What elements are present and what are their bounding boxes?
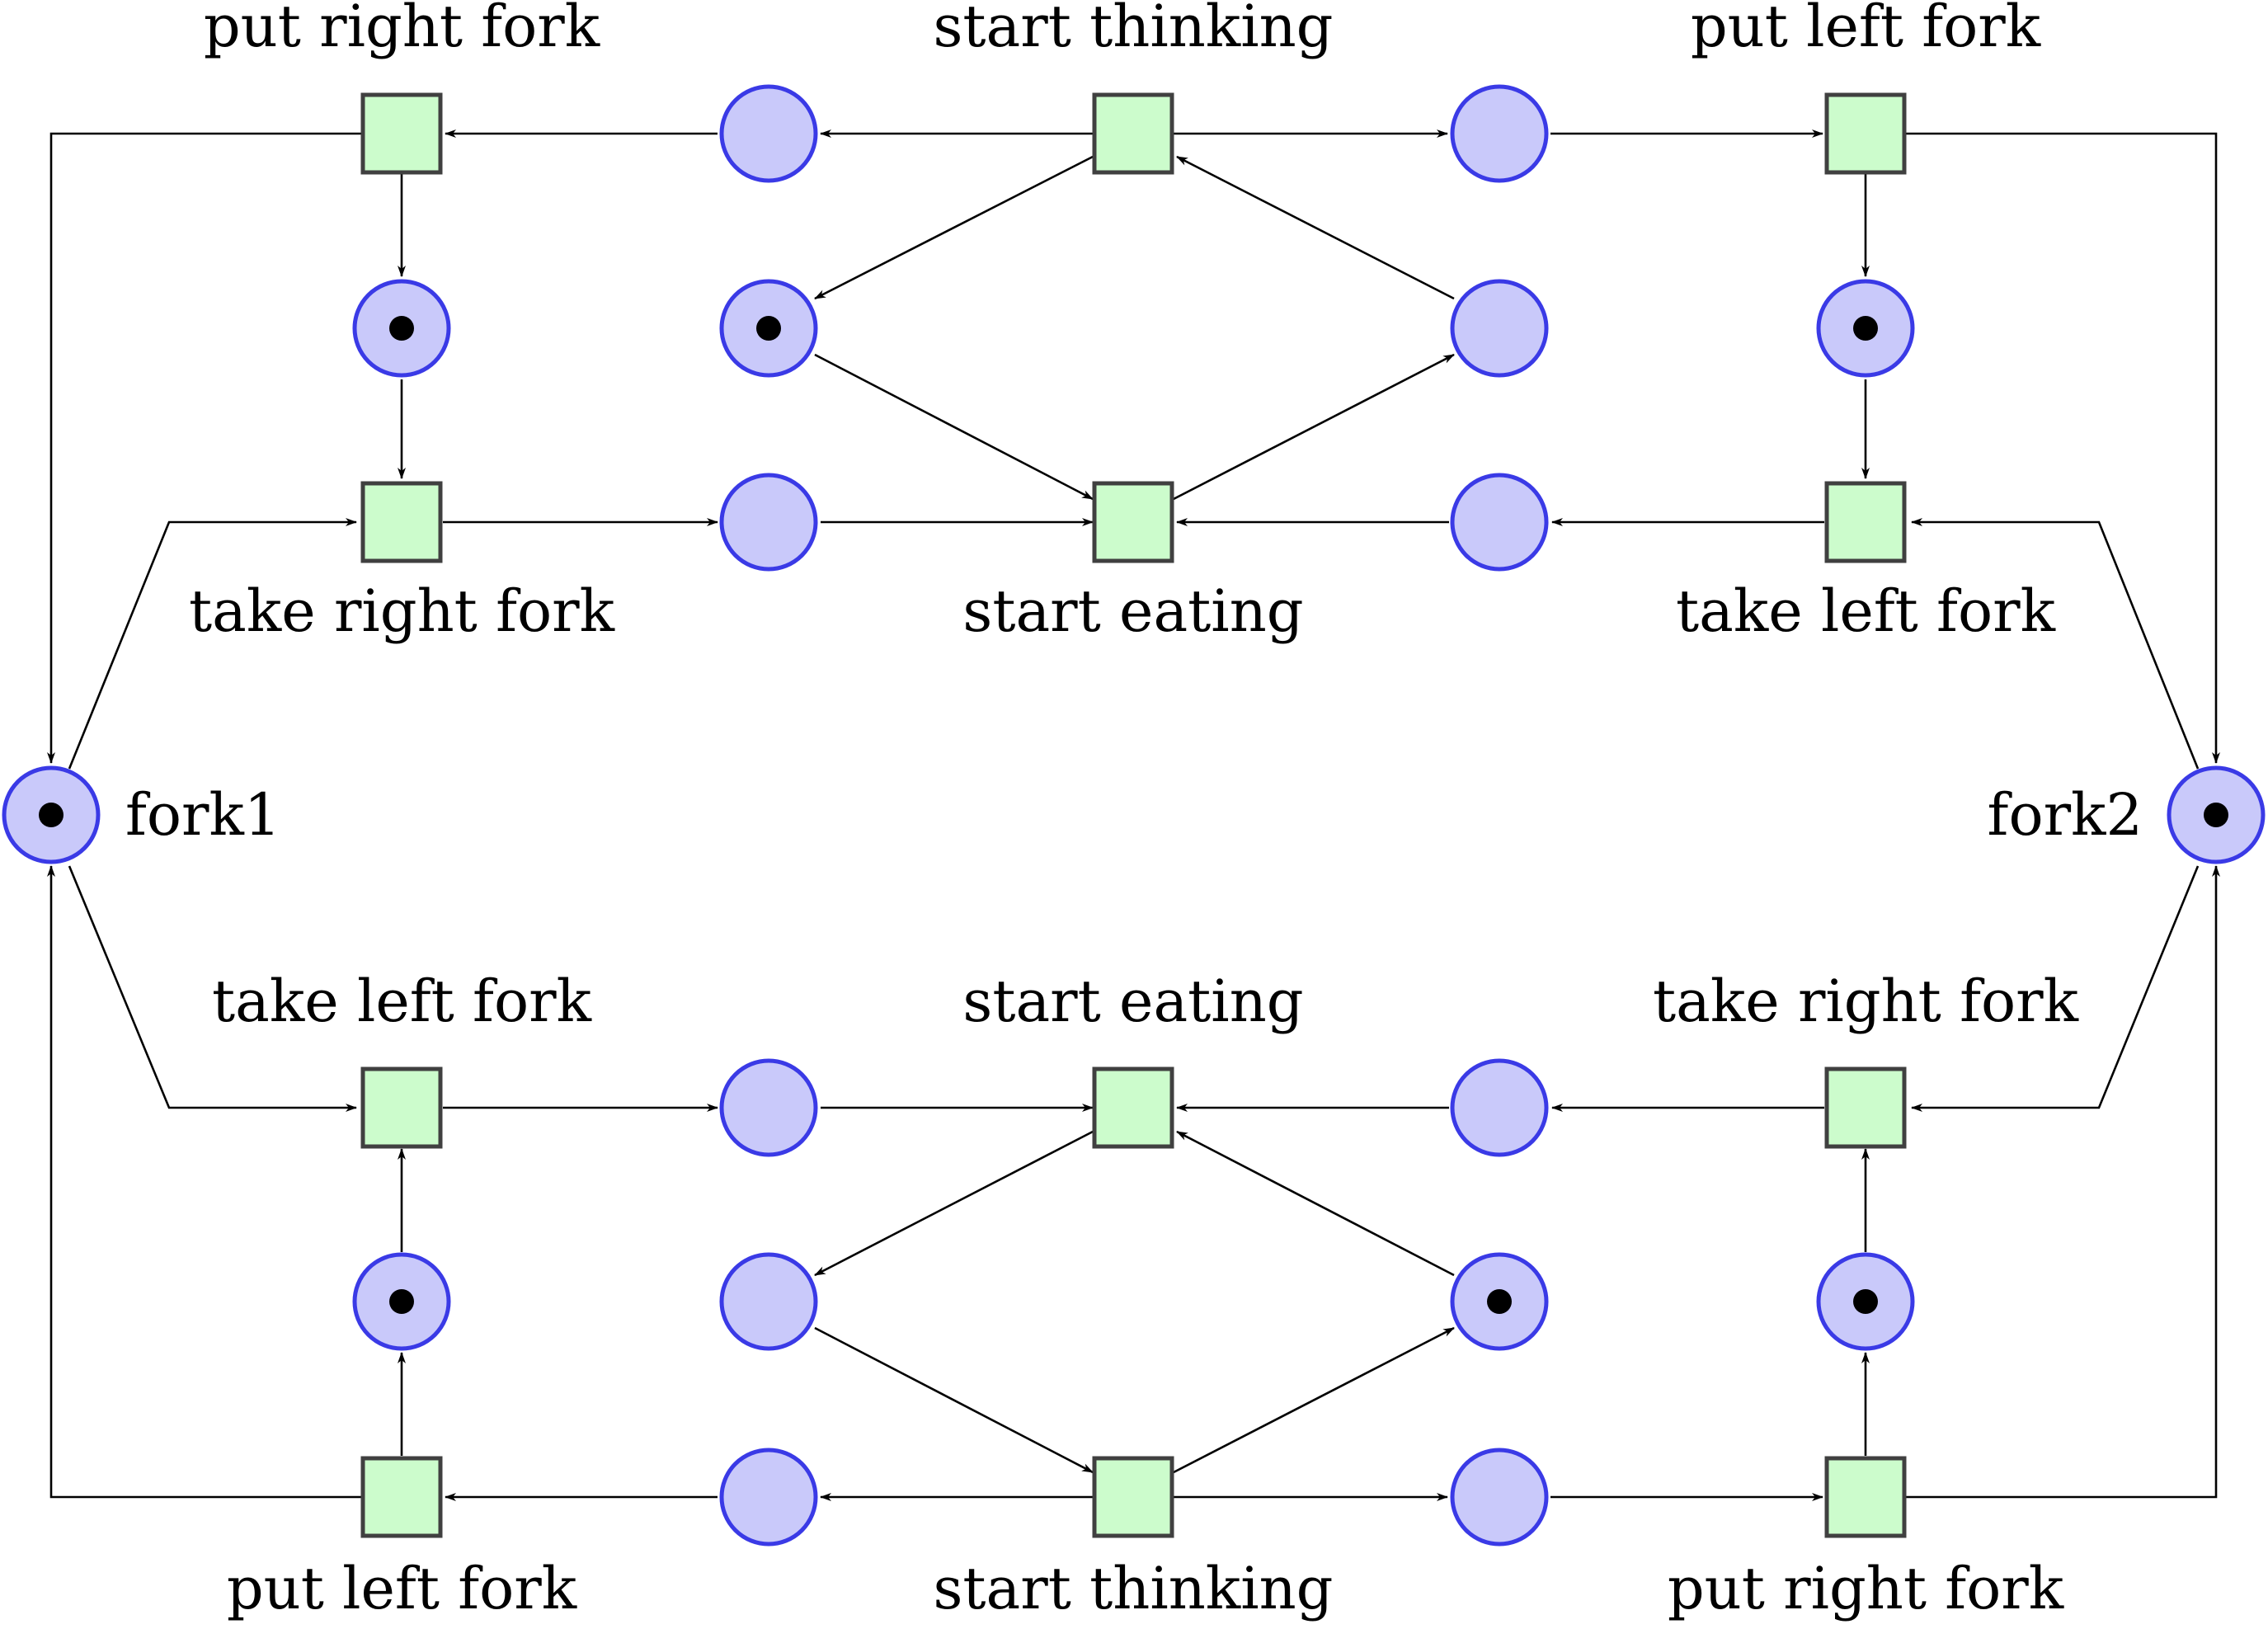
transitions bbox=[360, 92, 1907, 1538]
label-take-right-fork: take right fork bbox=[189, 577, 615, 645]
arc bbox=[814, 1326, 1094, 1474]
place bbox=[719, 1448, 818, 1547]
token bbox=[1853, 316, 1878, 341]
arc bbox=[1911, 865, 2200, 1112]
transition-start-eating bbox=[1092, 481, 1174, 563]
transition-start-thinking bbox=[1092, 1456, 1174, 1538]
token bbox=[756, 316, 781, 341]
label-put-right-fork: put right fork bbox=[204, 0, 600, 60]
label-fork1: fork1 bbox=[125, 781, 280, 849]
token bbox=[1487, 1289, 1512, 1314]
token bbox=[1853, 1289, 1878, 1314]
place bbox=[1450, 84, 1549, 183]
label-put-right-fork: put right fork bbox=[1668, 1555, 2064, 1622]
transition-start-eating bbox=[1092, 1066, 1174, 1149]
arc bbox=[47, 865, 361, 1499]
token bbox=[39, 803, 64, 827]
arc bbox=[68, 865, 357, 1112]
transition-put-right-fork bbox=[360, 92, 443, 175]
arc bbox=[814, 155, 1094, 300]
token bbox=[2204, 803, 2228, 827]
arc bbox=[1911, 518, 2200, 770]
place bbox=[1450, 279, 1549, 378]
arc bbox=[1903, 132, 2220, 764]
label-take-left-fork: take left fork bbox=[1676, 577, 2056, 645]
label-start-thinking: start thinking bbox=[933, 1555, 1333, 1622]
label-start-eating: start eating bbox=[962, 577, 1303, 645]
place bbox=[1450, 473, 1549, 572]
transition-put-right-fork bbox=[1824, 1456, 1907, 1538]
arc bbox=[47, 132, 361, 764]
labels: put right fork start thinking put left f… bbox=[125, 0, 2143, 1622]
place bbox=[719, 84, 818, 183]
place bbox=[1450, 1448, 1549, 1547]
arc bbox=[814, 353, 1094, 501]
place bbox=[1450, 1058, 1549, 1157]
transition-put-left-fork bbox=[360, 1456, 443, 1538]
place bbox=[719, 1058, 818, 1157]
place bbox=[719, 1252, 818, 1351]
transition-take-left-fork bbox=[360, 1066, 443, 1149]
arc bbox=[1176, 1130, 1455, 1277]
token bbox=[389, 1289, 414, 1314]
label-start-eating: start eating bbox=[962, 968, 1303, 1035]
places bbox=[2, 84, 2266, 1547]
label-take-left-fork: take left fork bbox=[212, 968, 592, 1035]
transition-start-thinking bbox=[1092, 92, 1174, 175]
arc bbox=[1173, 353, 1455, 501]
transition-take-left-fork bbox=[1824, 481, 1907, 563]
arc bbox=[814, 1130, 1094, 1277]
label-fork2: fork2 bbox=[1988, 781, 2143, 849]
arc bbox=[1173, 1326, 1455, 1474]
label-take-right-fork: take right fork bbox=[1653, 968, 2079, 1035]
label-start-thinking: start thinking bbox=[933, 0, 1333, 60]
arc bbox=[1176, 155, 1455, 300]
label-put-left-fork: put left fork bbox=[227, 1555, 577, 1622]
transition-take-right-fork bbox=[360, 481, 443, 563]
place bbox=[719, 473, 818, 572]
label-put-left-fork: put left fork bbox=[1691, 0, 2041, 60]
transition-take-right-fork bbox=[1824, 1066, 1907, 1149]
arc bbox=[68, 518, 357, 770]
token bbox=[389, 316, 414, 341]
arcs bbox=[47, 129, 2220, 1501]
transition-put-left-fork bbox=[1824, 92, 1907, 175]
arc bbox=[1903, 865, 2220, 1499]
